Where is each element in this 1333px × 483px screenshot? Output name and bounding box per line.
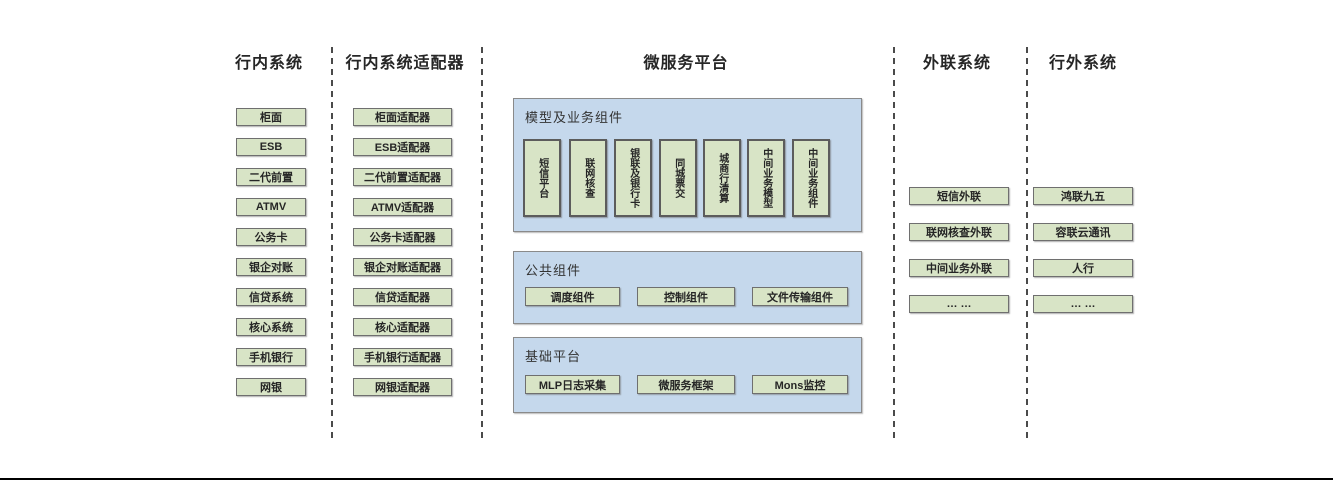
- system-box: 手机银行: [236, 348, 306, 366]
- column-header-internal-adapters: 行内系统适配器: [345, 55, 465, 72]
- adapter-box: 二代前置适配器: [353, 168, 452, 186]
- column-header-external-link-systems: 外联系统: [922, 55, 991, 72]
- system-box: ATMV: [236, 198, 306, 216]
- system-box: 人行: [1033, 259, 1133, 277]
- component-box: 控制组件: [637, 287, 735, 306]
- component-box: 城商行清算: [703, 139, 741, 217]
- component-box: Mons监控: [752, 375, 848, 394]
- system-box: 短信外联: [909, 187, 1009, 205]
- adapter-box: 网银适配器: [353, 378, 452, 396]
- system-box: ESB: [236, 138, 306, 156]
- system-box: 银企对账: [236, 258, 306, 276]
- adapter-box: 银企对账适配器: [353, 258, 452, 276]
- component-box: 中间业务组件: [792, 139, 830, 217]
- component-box: 微服务框架: [637, 375, 735, 394]
- adapter-box: 公务卡适配器: [353, 228, 452, 246]
- system-box: 鸿联九五: [1033, 187, 1133, 205]
- system-box: … …: [909, 295, 1009, 313]
- system-box: 信贷系统: [236, 288, 306, 306]
- system-box: 核心系统: [236, 318, 306, 336]
- column-divider: [893, 47, 895, 441]
- adapter-box: 核心适配器: [353, 318, 452, 336]
- adapter-box: ESB适配器: [353, 138, 452, 156]
- component-box: 联网核查: [569, 139, 607, 217]
- adapter-box: 信贷适配器: [353, 288, 452, 306]
- system-box: 二代前置: [236, 168, 306, 186]
- column-header-microservice-platform: 微服务平台: [643, 55, 729, 72]
- bottom-rule: [0, 478, 1333, 480]
- component-box: 短信平台: [523, 139, 561, 217]
- component-box: 中间业务模型: [747, 139, 785, 217]
- adapter-box: ATMV适配器: [353, 198, 452, 216]
- adapter-box: 手机银行适配器: [353, 348, 452, 366]
- section-label: 基础平台: [525, 349, 582, 364]
- component-box: 文件传输组件: [752, 287, 848, 306]
- adapter-box: 柜面适配器: [353, 108, 452, 126]
- component-box: 调度组件: [525, 287, 620, 306]
- component-box: MLP日志采集: [525, 375, 620, 394]
- component-box: 银联及银行卡: [614, 139, 652, 217]
- system-box: 柜面: [236, 108, 306, 126]
- system-box: 网银: [236, 378, 306, 396]
- column-header-external-systems: 行外系统: [1048, 55, 1117, 72]
- column-divider: [1026, 47, 1028, 441]
- column-header-internal-systems: 行内系统: [234, 55, 303, 72]
- section-label: 模型及业务组件: [525, 110, 624, 125]
- system-box: … …: [1033, 295, 1133, 313]
- system-box: 中间业务外联: [909, 259, 1009, 277]
- section-label: 公共组件: [525, 263, 582, 278]
- column-divider: [331, 47, 333, 441]
- system-box: 容联云通讯: [1033, 223, 1133, 241]
- system-box: 公务卡: [236, 228, 306, 246]
- system-box: 联网核查外联: [909, 223, 1009, 241]
- column-divider: [481, 47, 483, 441]
- component-box: 同城票交: [659, 139, 697, 217]
